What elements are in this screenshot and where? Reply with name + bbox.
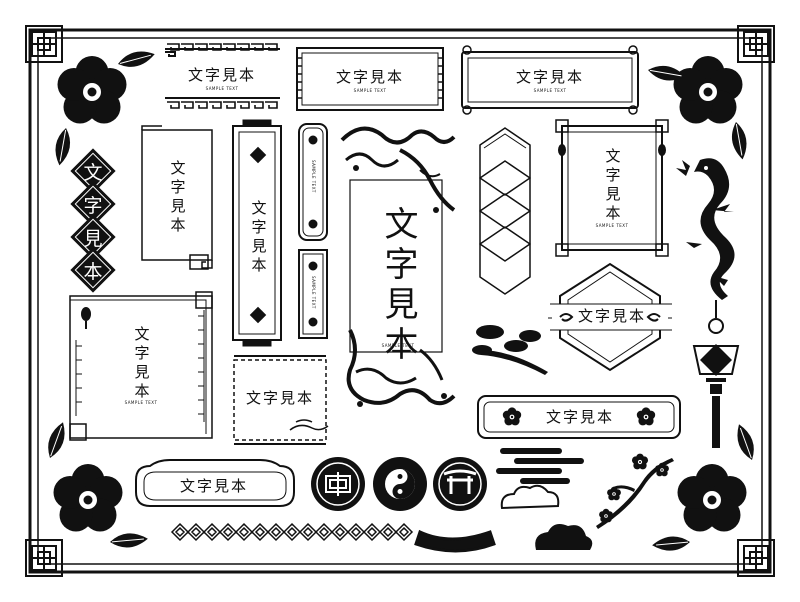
pine-branch-icon [472,325,548,375]
plum-flower-icon [596,453,674,529]
banner-keypattern [165,48,280,99]
sub-narrow-top: SAMPLE TEXT [311,160,316,193]
label-flower-frame: 文字見本 [545,408,615,426]
diamond-char-3: 見 [70,214,116,260]
sub-banner-2: SAMPLE TEXT [353,88,387,93]
cloud-icon [496,448,593,550]
banner-double [296,47,444,111]
sub-left-frame: SAMPLE TEXT [124,400,158,405]
label-left-frame: 文字見本 [132,326,151,402]
flower-label [477,395,681,439]
torii-gate-icon [433,457,487,511]
hexagon-chain [479,127,531,295]
lantern-frame [555,119,669,257]
yin-yang-icon [373,457,427,511]
label-hex-frame: 文字見本 [577,307,647,325]
sub-narrow-bottom: SAMPLE TEXT [311,276,316,309]
label-wave-frame: 文字見本 [378,206,418,366]
sub-wave-frame: SAMPLE TEXT [381,343,415,348]
tall-panel [232,119,282,347]
sub-banner-1: SAMPLE TEXT [205,86,239,91]
dotted-frame [233,355,329,445]
sub-banner-3: SAMPLE TEXT [533,88,567,93]
label-tall-panel: 文字見本 [249,200,268,276]
diamond-char-1: 文 [70,148,116,194]
dragon-icon [676,158,735,300]
narrow-panel-top [298,123,328,241]
label-scroll: 文字見本 [168,160,187,236]
ribbon-icon [414,529,496,553]
label-cartouche: 文字見本 [179,477,249,495]
lantern-icon [692,300,740,448]
scroll-frame [141,125,213,270]
cartouche [135,459,295,507]
outer-frame [28,28,772,574]
diamond-char-2: 字 [70,181,116,227]
banner-rounded [461,45,639,115]
label-dotted-frame: 文字見本 [245,389,315,407]
wave-frame [340,126,456,406]
label-banner-1: 文字見本 [187,66,257,84]
label-lantern-frame: 文字見本 [603,148,622,224]
label-banner-2: 文字見本 [335,68,405,86]
left-frame [69,291,213,441]
lattice-band [170,522,414,542]
medallion-lattice [311,457,365,511]
label-banner-3: 文字見本 [515,68,585,86]
narrow-panel-bottom [298,249,328,339]
sub-lantern-frame: SAMPLE TEXT [595,223,629,228]
diamond-char-4: 本 [70,247,116,293]
